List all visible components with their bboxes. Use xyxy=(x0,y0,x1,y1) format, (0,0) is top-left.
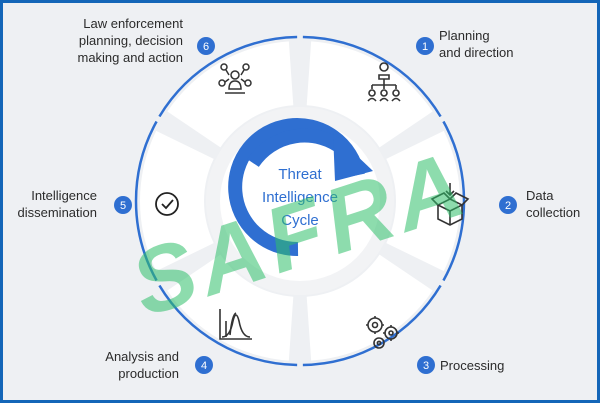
center-title-line-3: Cycle xyxy=(281,212,319,229)
stage-5-label-line-1: Intelligence xyxy=(31,188,97,203)
stage-3-number: 3 xyxy=(423,360,429,372)
threat-intelligence-cycle-diagram: Threat Intelligence Cycle xyxy=(114,35,517,374)
stage-4-number: 4 xyxy=(201,360,207,372)
ring-segment-3 xyxy=(306,254,433,361)
stage-2-number: 2 xyxy=(505,200,511,212)
stage-6-label-line-2: planning, decision xyxy=(78,33,183,48)
ring-arc-5 xyxy=(134,120,158,282)
center-title-line-1: Threat xyxy=(278,166,322,183)
gears-icon xyxy=(366,316,399,349)
stage-4-badge xyxy=(195,356,213,374)
hierarchy-icon xyxy=(367,62,401,102)
team-icon xyxy=(218,63,252,94)
stage-5-label-line-2: dissemination xyxy=(17,205,98,220)
stage-3-badge xyxy=(417,356,435,374)
stage-2-label: Data collection xyxy=(526,187,580,221)
stage-6-label-line-3: making and action xyxy=(77,50,183,65)
ring-arc-3 xyxy=(302,284,442,367)
stage-1-label-line-1: Planning xyxy=(439,28,490,43)
ring-arc-4 xyxy=(158,284,298,367)
stage-6-label-line-1: Law enforcement xyxy=(83,16,183,31)
cycle-arrow-head xyxy=(333,133,373,181)
ring-arc-6 xyxy=(158,35,298,118)
stage-6-number: 6 xyxy=(203,41,209,53)
stage-4-label-line-1: Analysis and xyxy=(105,349,179,364)
stage-6-label: Law enforcement planning, decision makin… xyxy=(43,15,183,66)
check-circle-icon xyxy=(155,192,179,216)
stage-1-badge xyxy=(416,37,434,55)
ring-segment-4 xyxy=(167,254,294,361)
stage-4-label: Analysis and production xyxy=(63,348,179,382)
open-box-icon xyxy=(430,183,470,226)
stage-2-badge xyxy=(499,196,517,214)
stage-1-number: 1 xyxy=(422,41,428,53)
ring-arc-1 xyxy=(302,35,442,118)
ring-segment-2 xyxy=(386,130,460,272)
center-title-line-2: Intelligence xyxy=(262,189,338,206)
stage-3-label: Processing xyxy=(440,357,504,374)
bell-curve-chart-icon xyxy=(219,309,252,340)
ring-segment-6 xyxy=(167,41,294,148)
stage-4-label-line-2: production xyxy=(118,366,179,381)
stage-5-badge xyxy=(114,196,132,214)
stage-5-label: Intelligence dissemination xyxy=(5,187,98,221)
stage-1-label-line-2: and direction xyxy=(439,45,514,60)
stage-1-label: Planning and direction xyxy=(439,27,513,61)
stage-5-number: 5 xyxy=(120,200,126,212)
cycle-arrow-top xyxy=(247,128,348,168)
stage-3-label-line-1: Processing xyxy=(440,358,505,373)
stage-2-label-line-2: collection xyxy=(526,205,581,220)
stage-2-label-line-1: Data xyxy=(526,188,554,203)
stage-6-badge xyxy=(197,37,215,55)
ring-arc-2 xyxy=(442,120,466,282)
